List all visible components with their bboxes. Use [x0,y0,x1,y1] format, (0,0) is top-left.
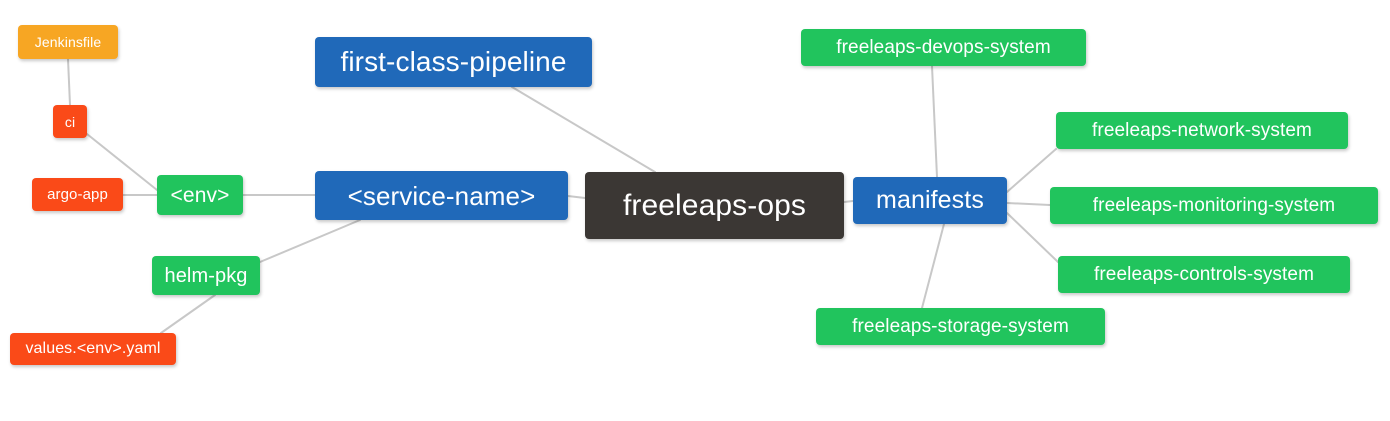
edge-first-class-pipeline-to-freeleaps-ops [511,86,656,173]
node-label-freeleaps-monitoring-system: freeleaps-monitoring-system [1092,195,1336,216]
node-label-freeleaps-ops: freeleaps-ops [622,188,807,222]
node-freeleaps-monitoring-system[interactable]: freeleaps-monitoring-system [1050,187,1378,224]
edge-jenkinsfile-to-ci [67,58,71,106]
node-ci[interactable]: ci [53,105,87,138]
node-label-helm-pkg: helm-pkg [164,264,248,287]
node-env[interactable]: <env> [157,175,243,215]
node-freeleaps-storage-system[interactable]: freeleaps-storage-system [816,308,1105,345]
node-label-values-yaml: values.<env>.yaml [25,340,161,357]
node-label-jenkinsfile: Jenkinsfile [34,34,102,50]
node-helm-pkg[interactable]: helm-pkg [152,256,260,295]
edge-values-yaml-to-helm-pkg [160,294,216,334]
edge-freeleaps-ops-to-manifests [843,200,854,203]
node-freeleaps-devops-system[interactable]: freeleaps-devops-system [801,29,1086,66]
node-jenkinsfile[interactable]: Jenkinsfile [18,25,118,59]
edge-manifests-to-freeleaps-monitoring-system [1006,202,1051,206]
node-label-freeleaps-network-system: freeleaps-network-system [1092,120,1312,141]
node-label-env: <env> [170,183,230,207]
node-freeleaps-controls-system[interactable]: freeleaps-controls-system [1058,256,1350,293]
node-label-ci: ci [64,113,76,130]
node-label-freeleaps-devops-system: freeleaps-devops-system [836,37,1051,58]
node-values-yaml[interactable]: values.<env>.yaml [10,333,176,365]
node-service-name[interactable]: <service-name> [315,171,568,220]
node-first-class-pipeline[interactable]: first-class-pipeline [315,37,592,87]
node-label-freeleaps-storage-system: freeleaps-storage-system [852,316,1069,337]
edge-helm-pkg-to-service-name [259,219,361,263]
node-label-service-name: <service-name> [347,180,536,211]
edge-manifests-to-freeleaps-devops-system [931,65,938,178]
edge-manifests-to-freeleaps-storage-system [921,223,945,309]
node-freeleaps-ops[interactable]: freeleaps-ops [585,172,844,239]
node-argo-app[interactable]: argo-app [32,178,123,211]
node-label-first-class-pipeline: first-class-pipeline [340,46,567,77]
node-label-freeleaps-controls-system: freeleaps-controls-system [1093,264,1315,285]
node-manifests[interactable]: manifests [853,177,1007,224]
edge-service-name-to-freeleaps-ops [567,195,586,199]
node-label-argo-app: argo-app [47,186,108,203]
node-freeleaps-network-system[interactable]: freeleaps-network-system [1056,112,1348,149]
node-label-manifests: manifests [876,186,984,214]
edge-manifests-to-freeleaps-network-system [1006,148,1057,193]
